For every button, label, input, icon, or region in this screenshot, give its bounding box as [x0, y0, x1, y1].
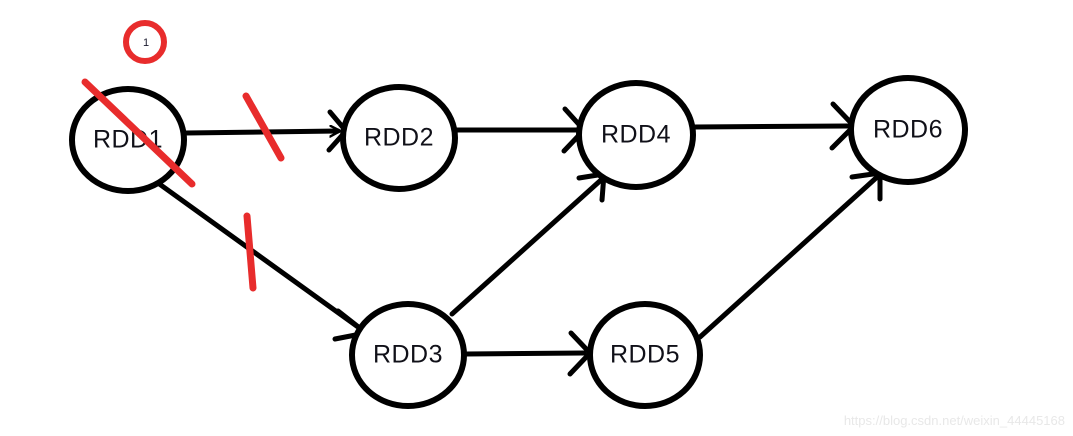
- strike-over-rdd1: [81, 78, 196, 188]
- node-label: RDD6: [873, 116, 943, 144]
- strike-over-edge-rdd1-rdd2: [242, 92, 285, 162]
- edge-line: [449, 177, 604, 317]
- edge-rdd3-to-rdd5: [463, 330, 593, 377]
- strike-over-edge-rdd1-rdd3: [243, 212, 257, 292]
- node-rdd2[interactable]: RDD2: [340, 84, 458, 192]
- node-circle[interactable]: [576, 80, 696, 190]
- node-circle[interactable]: [848, 75, 968, 185]
- node-label: RDD3: [373, 341, 443, 369]
- node-circle[interactable]: [349, 301, 467, 409]
- annotations-layer: 1: [81, 20, 285, 292]
- node-circle[interactable]: [69, 86, 187, 194]
- node-rdd3[interactable]: RDD3: [349, 301, 467, 409]
- edge-rdd3-to-rdd4: [449, 171, 607, 317]
- edge-line: [155, 180, 361, 330]
- edge-rdd5-to-rdd6: [697, 170, 883, 340]
- edge-line: [697, 175, 879, 340]
- edge-rdd4-to-rdd6: [691, 101, 857, 151]
- node-label: RDD2: [364, 124, 434, 152]
- edge-rdd2-to-rdd4: [454, 106, 587, 154]
- edges-layer: [155, 101, 883, 377]
- node-label: RDD5: [610, 341, 680, 369]
- edge-line: [691, 123, 851, 130]
- node-rdd5[interactable]: RDD5: [587, 301, 703, 409]
- annotation-marker-1: 1: [123, 20, 167, 64]
- node-circle[interactable]: [340, 84, 458, 192]
- marker-number: 1: [143, 37, 149, 49]
- node-rdd4[interactable]: RDD4: [576, 80, 696, 190]
- edge-rdd1-to-rdd3: [155, 180, 369, 342]
- edge-line: [183, 131, 338, 133]
- node-label: RDD4: [601, 121, 671, 149]
- edge-line: [463, 350, 587, 357]
- node-rdd6[interactable]: RDD6: [848, 75, 968, 185]
- watermark: https://blog.csdn.net/weixin_44445168: [843, 413, 1065, 428]
- nodes-layer: RDD1 RDD2 RDD3 RDD4 RDD5 RDD6: [69, 75, 968, 409]
- marker-circle: [123, 20, 167, 64]
- node-circle[interactable]: [587, 301, 703, 409]
- node-rdd1[interactable]: RDD1: [69, 86, 187, 194]
